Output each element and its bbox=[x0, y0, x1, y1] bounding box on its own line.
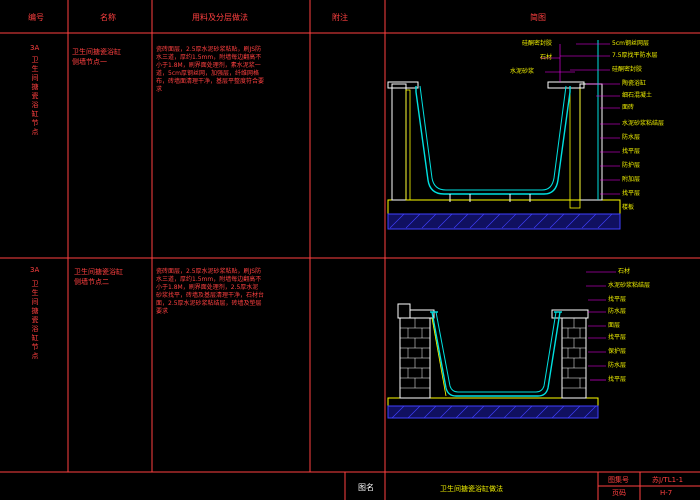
row2-code-vertical: 卫生间搪瓷浴缸节点 bbox=[31, 280, 39, 360]
detail1-label-0: 5cm钢丝网层 bbox=[612, 40, 649, 47]
title-block-page: H-7 bbox=[660, 489, 673, 497]
detail1-label-8: 找平层 bbox=[622, 148, 641, 155]
row2-name-line2: 侧墙节点二 bbox=[74, 278, 109, 286]
detail2-floor-screed bbox=[387, 397, 599, 407]
detail1-label-4: 细石混凝土 bbox=[622, 92, 653, 99]
detail2-label-7: 防水层 bbox=[608, 362, 627, 369]
detail1-floor-slab bbox=[387, 213, 621, 230]
detail1-label-5: 面砖 bbox=[622, 104, 635, 111]
detail2-floor-slab bbox=[387, 405, 599, 419]
detail2-tub-shell bbox=[431, 311, 561, 397]
detail2-label-2: 找平层 bbox=[608, 296, 627, 303]
detail1-left-label-1: 石材 bbox=[540, 54, 553, 61]
detail1-label-2: 硅酮密封胶 bbox=[612, 66, 643, 73]
detail1-label-10: 附加层 bbox=[622, 176, 641, 183]
detail1-label-6: 水泥砂浆粘结层 bbox=[622, 120, 665, 127]
row1-name-line1: 卫生间搪瓷浴缸 bbox=[72, 48, 121, 56]
detail2-label-1: 水泥砂浆粘结层 bbox=[608, 282, 651, 289]
detail1-label-1: 7.5厚找平防水层 bbox=[612, 52, 658, 59]
title-block-title: 卫生间搪瓷浴缸做法 bbox=[440, 485, 503, 493]
header-material: 用料及分层做法 bbox=[192, 13, 248, 22]
header-note: 附注 bbox=[332, 13, 348, 22]
detail2-label-3: 防水层 bbox=[608, 308, 627, 315]
detail2-label-5: 找平层 bbox=[608, 334, 627, 341]
detail2-label-8: 找平层 bbox=[608, 376, 627, 383]
row1-code: 3A bbox=[30, 44, 40, 52]
detail1-left-label-2: 水泥砂浆 bbox=[510, 68, 535, 75]
detail1-label-9: 防护层 bbox=[622, 162, 641, 169]
detail2-label-6: 保护层 bbox=[608, 348, 627, 355]
row2-code: 3A bbox=[30, 266, 40, 274]
row2-material-text: 瓷砖面层，2.5厚水泥砂浆粘贴，刷JS防水三道，厚约1.5mm，附墙每边翻高不小… bbox=[156, 268, 265, 315]
header-figure: 简图 bbox=[530, 13, 546, 22]
row1-code-vertical: 卫生间搪瓷浴缸节点 bbox=[31, 56, 39, 136]
row1-name-line2: 侧墙节点一 bbox=[72, 58, 107, 66]
detail1-label-12: 楼板 bbox=[622, 204, 635, 211]
detail2-label-4: 面层 bbox=[608, 322, 621, 329]
row1-material-text: 瓷砖面层，2.5厚水泥砂浆粘贴，刷JS防水三道，厚约1.5mm，附墙每边翻高不小… bbox=[156, 46, 265, 93]
detail1-label-11: 找平层 bbox=[622, 190, 641, 197]
detail1-label-7: 防水层 bbox=[622, 134, 641, 141]
detail1-left-label-0: 硅酮密封胶 bbox=[522, 40, 553, 47]
detail1-label-3: 陶瓷浴缸 bbox=[622, 80, 647, 87]
detail2-label-0: 石材 bbox=[618, 268, 631, 275]
title-block-code-label: 图集号 bbox=[608, 476, 629, 484]
title-block-code: 苏J/TL1-1 bbox=[652, 476, 684, 484]
detail1-tub-shell bbox=[415, 86, 571, 195]
row2-name-line1: 卫生间搪瓷浴缸 bbox=[74, 268, 123, 276]
title-block-label: 图名 bbox=[358, 483, 374, 492]
title-block-page-label: 页码 bbox=[612, 489, 626, 497]
header-name: 名称 bbox=[100, 13, 116, 22]
header-code: 编号 bbox=[28, 13, 44, 22]
